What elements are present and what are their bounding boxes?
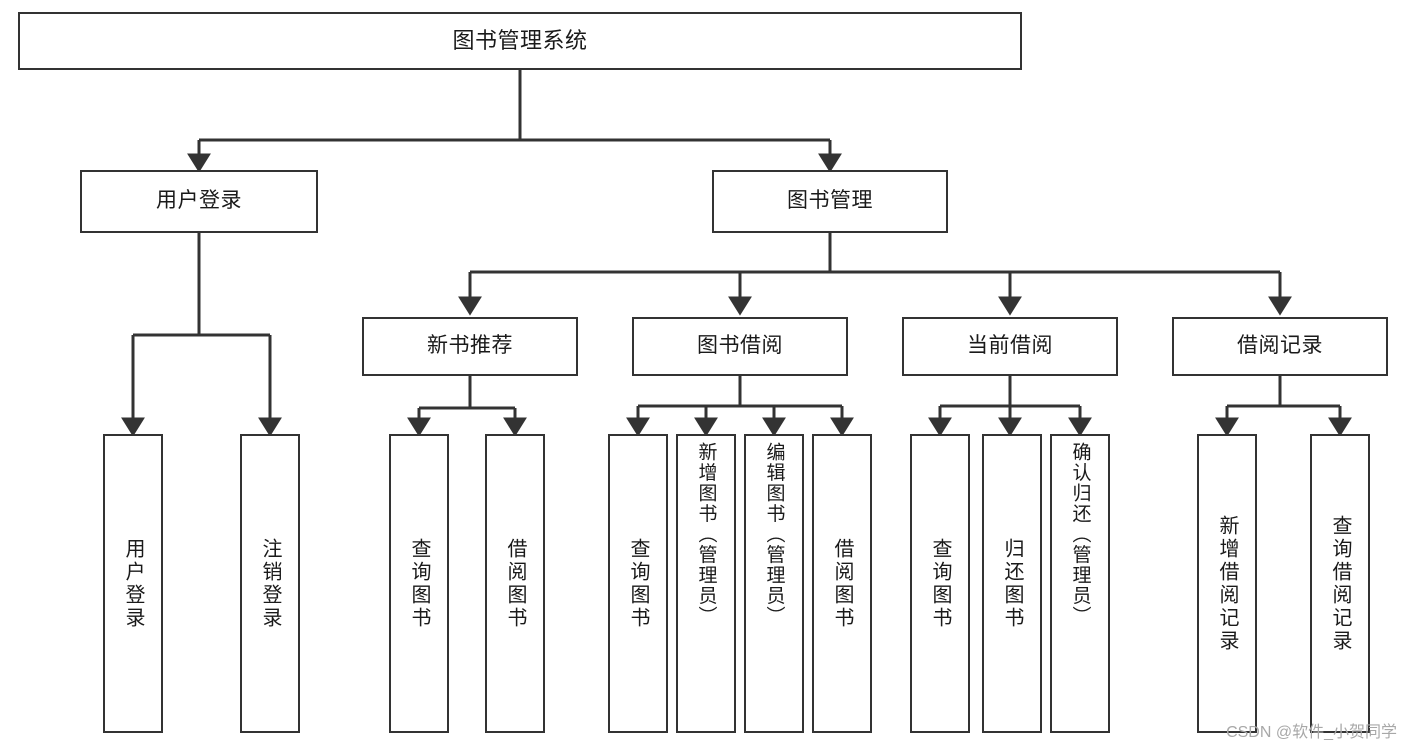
node-leaf-query-book-a-label: 查询图书 xyxy=(408,537,430,630)
node-leaf-add-record[interactable]: 新增借阅记录 xyxy=(1197,434,1257,733)
node-leaf-query-book-c[interactable]: 查询图书 xyxy=(910,434,970,733)
node-borrow-record[interactable]: 借阅记录 xyxy=(1172,317,1388,376)
node-leaf-user-login[interactable]: 用户登录 xyxy=(103,434,163,733)
node-root[interactable]: 图书管理系统 xyxy=(18,12,1022,70)
node-leaf-logout-label: 注销登录 xyxy=(259,537,281,630)
node-user-login-label: 用户登录 xyxy=(156,189,242,213)
watermark-text: CSDN @软件_小贺同学 xyxy=(1226,724,1397,741)
node-current-borrow[interactable]: 当前借阅 xyxy=(902,317,1118,376)
node-leaf-borrow-book-b[interactable]: 借阅图书 xyxy=(812,434,872,733)
node-current-borrow-label: 当前借阅 xyxy=(967,334,1053,358)
node-borrow-record-label: 借阅记录 xyxy=(1237,334,1323,358)
node-leaf-return-book[interactable]: 归还图书 xyxy=(982,434,1042,733)
node-leaf-query-book-c-label: 查询图书 xyxy=(929,537,951,630)
node-new-book-recommend-label: 新书推荐 xyxy=(427,334,513,358)
node-book-manage[interactable]: 图书管理 xyxy=(712,170,948,233)
node-leaf-query-book-b[interactable]: 查询图书 xyxy=(608,434,668,733)
node-leaf-user-login-label: 用户登录 xyxy=(122,537,144,630)
node-leaf-confirm-return[interactable]: 确认归还（管理员） xyxy=(1050,434,1110,733)
node-leaf-confirm-return-label: 确认归还（管理员） xyxy=(1069,442,1091,627)
node-leaf-edit-book-label: 编辑图书（管理员） xyxy=(763,442,785,627)
node-book-manage-label: 图书管理 xyxy=(787,189,873,213)
node-leaf-borrow-book-a[interactable]: 借阅图书 xyxy=(485,434,545,733)
node-user-login[interactable]: 用户登录 xyxy=(80,170,318,233)
node-leaf-add-book-label: 新增图书（管理员） xyxy=(695,442,717,627)
node-book-borrow[interactable]: 图书借阅 xyxy=(632,317,848,376)
node-root-label: 图书管理系统 xyxy=(452,28,588,54)
node-leaf-query-record-label: 查询借阅记录 xyxy=(1329,514,1351,653)
node-leaf-add-record-label: 新增借阅记录 xyxy=(1216,514,1238,653)
node-leaf-edit-book[interactable]: 编辑图书（管理员） xyxy=(744,434,804,733)
node-leaf-add-book[interactable]: 新增图书（管理员） xyxy=(676,434,736,733)
node-leaf-query-book-a[interactable]: 查询图书 xyxy=(389,434,449,733)
node-leaf-borrow-book-b-label: 借阅图书 xyxy=(831,537,853,630)
node-leaf-query-record[interactable]: 查询借阅记录 xyxy=(1310,434,1370,733)
node-book-borrow-label: 图书借阅 xyxy=(697,334,783,358)
node-leaf-logout[interactable]: 注销登录 xyxy=(240,434,300,733)
node-leaf-query-book-b-label: 查询图书 xyxy=(627,537,649,630)
node-leaf-borrow-book-a-label: 借阅图书 xyxy=(504,537,526,630)
node-leaf-return-book-label: 归还图书 xyxy=(1001,537,1023,630)
node-new-book-recommend[interactable]: 新书推荐 xyxy=(362,317,578,376)
